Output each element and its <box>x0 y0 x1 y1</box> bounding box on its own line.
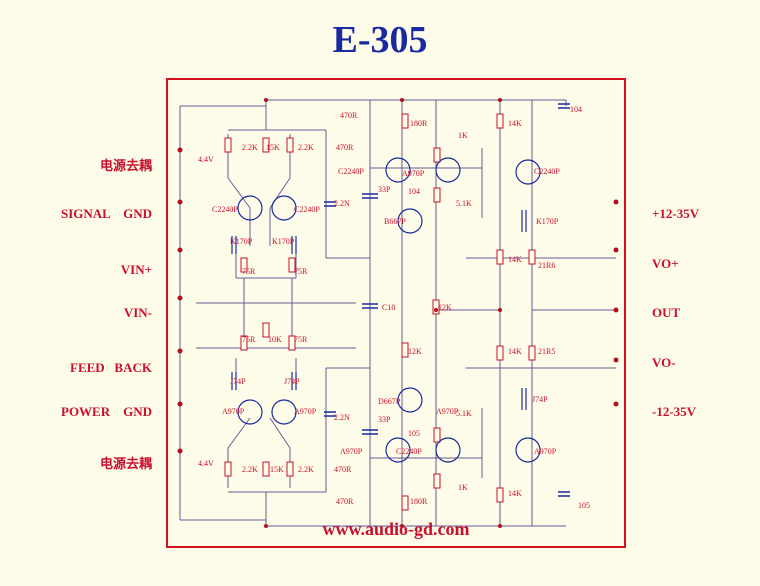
label-15k-top: 15K <box>266 143 280 152</box>
label-5-1k-top: 5.1K <box>456 199 472 208</box>
label-c10: C10 <box>382 303 395 312</box>
label-1k-top: 1K <box>458 131 468 140</box>
label-75r-d: 75R <box>294 335 308 344</box>
label-decoupling-top: 电源去耦 <box>99 158 152 173</box>
label-j74p-c: J74P <box>532 395 548 404</box>
label-14k-mid2: 14K <box>508 347 522 356</box>
label-470r-top: 470R <box>340 111 358 120</box>
label-470r-d: 470R <box>336 497 354 506</box>
label-vin-plus: VIN+ <box>120 262 152 277</box>
label-2-2k-d: 2.2K <box>298 465 314 474</box>
label-d667p: D667P <box>378 397 401 406</box>
label-a970p-c: A970P <box>294 407 317 416</box>
label-105-a: 105 <box>408 429 420 438</box>
page-title: E-305 <box>332 19 428 61</box>
label-vo-minus: VO- <box>652 355 676 370</box>
label-vin-minus: VIN- <box>123 305 152 320</box>
label-470r-b: 470R <box>336 143 354 152</box>
label-105-b: 105 <box>578 501 590 510</box>
label-75r-a: 75R <box>242 267 256 276</box>
label-power-gnd: POWER GND <box>61 404 152 419</box>
label-180r-bottom: 180R <box>410 497 428 506</box>
label-470r-c: 470R <box>334 465 352 474</box>
label-14k-top: 14K <box>508 119 522 128</box>
label-a970p-d: A970P <box>436 407 459 416</box>
label-14k-mid: 14K <box>508 255 522 264</box>
label-4-4v-bottom: 4.4V <box>198 459 214 468</box>
label-a970p-f: A970P <box>534 447 557 456</box>
label-14k-bottom: 14K <box>508 489 522 498</box>
label-75r-b: 75R <box>294 267 308 276</box>
label-2-2k-b: 2.2K <box>298 143 314 152</box>
label-c2240p-b: C2240P <box>534 167 560 176</box>
label-vplus-rail: +12-35V <box>652 206 700 221</box>
website-link[interactable]: www.audio-gd.com <box>322 519 470 539</box>
label-33p-bottom: 33P <box>378 415 391 424</box>
label-104-top: 104 <box>570 105 582 114</box>
label-2-2n-top: 2.2N <box>334 199 350 208</box>
label-5-1k-bottom: 5.1K <box>456 409 472 418</box>
label-15k-bottom: 15K <box>270 465 284 474</box>
label-j74p-b: J74P <box>284 377 300 386</box>
label-k170p-a: K170P <box>536 217 559 226</box>
label-4-4v-top: 4.4V <box>198 155 214 164</box>
label-21r5: 21R5 <box>538 347 555 356</box>
label-a970p-a: A970P <box>402 169 425 178</box>
label-180r-top: 180R <box>410 119 428 128</box>
label-c2240p-c: C2240P <box>212 205 238 214</box>
label-75r-c: 75R <box>242 335 256 344</box>
label-12k-a: 12K <box>438 303 452 312</box>
label-feedback: FEED BACK <box>70 360 152 375</box>
label-12k-b: 12K <box>408 347 422 356</box>
label-2-2k-c: 2.2K <box>242 465 258 474</box>
label-2-2n-bottom: 2.2N <box>334 413 350 422</box>
label-10k: 10K <box>268 335 282 344</box>
label-k170p-c: K170P <box>272 237 295 246</box>
label-a970p-b: A970P <box>222 407 245 416</box>
label-2-2k-a: 2.2K <box>242 143 258 152</box>
label-decoupling-bottom: 电源去耦 <box>99 456 152 471</box>
label-c2240p-e: C2240P <box>396 447 422 456</box>
label-signal-gnd: SIGNAL GND <box>60 206 152 221</box>
label-vo-plus: VO+ <box>652 256 679 271</box>
label-vminus-rail: -12-35V <box>652 404 697 419</box>
component-labels: 470R 180R 104 14K 1K 2.2K 15K 2.2K 470R … <box>198 105 590 510</box>
label-104-b: 104 <box>408 187 420 196</box>
schematic: 470R 180R 104 14K 1K 2.2K 15K 2.2K 470R … <box>177 98 619 528</box>
label-21r6: 21R6 <box>538 261 555 270</box>
label-1k-bottom: 1K <box>458 483 468 492</box>
label-33p-top: 33P <box>378 185 391 194</box>
label-c2240p-d: C2240P <box>294 205 320 214</box>
label-j74p-a: J74P <box>230 377 246 386</box>
label-k170p-b: K170P <box>230 237 253 246</box>
label-c2240p-a: C2240P <box>338 167 364 176</box>
label-b667p: B667P <box>384 217 406 226</box>
label-a970p-e: A970P <box>340 447 363 456</box>
label-out: OUT <box>652 305 681 320</box>
pcb-outline <box>166 78 626 548</box>
